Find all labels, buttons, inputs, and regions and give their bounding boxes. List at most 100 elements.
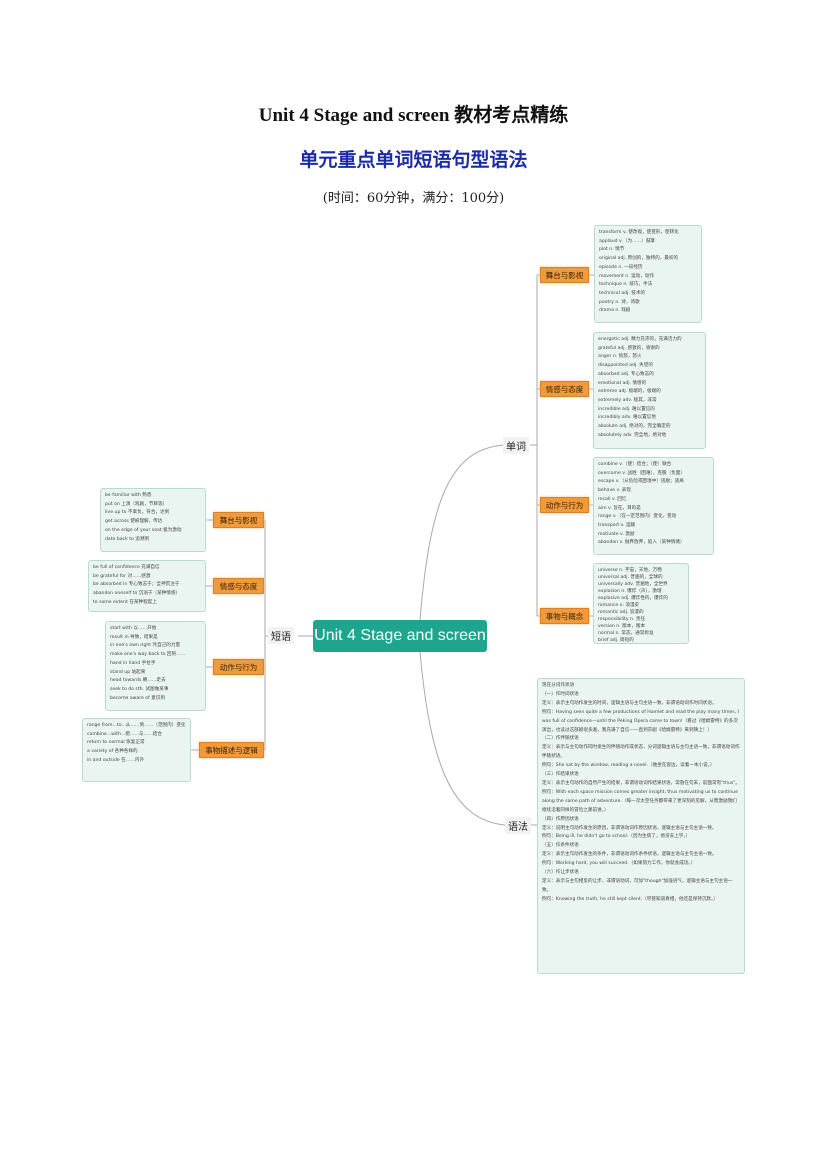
grammar-line: 定义：表示主句动作发生的条件，非谓语动词作条件状语，逻辑主语与主句主语一致。 (542, 852, 717, 858)
list-item: head towards 朝……走去 (110, 678, 166, 684)
grammar-line: 例句：Having seen quite a few productions o… (542, 709, 739, 733)
grammar-box: 现在分词作状语 （一）作时间状语定义：表示主句动作发生的时间，逻辑主语与主句主语一… (537, 678, 745, 974)
list-item: combine v.（使）结合；（使）联合 (598, 462, 672, 467)
list-item: range v.（在一定范围内）变化，变动 (598, 514, 677, 520)
list-item: make one's way back to 回到…… (110, 652, 186, 658)
phrase-category: 舞台与影视 (213, 512, 264, 528)
phrase-list-box: start with 以……开始 result in 导致，结果是 in one's… (105, 621, 206, 711)
list-item: technique n. 技巧，手法 (599, 282, 653, 288)
list-item: transform v. 使改观，使变形，使转化 (599, 230, 679, 235)
list-item: absorbed adj. 专心致志的 (598, 371, 654, 377)
phrase-category: 情感与态度 (213, 578, 264, 594)
grammar-line: 例句：Working hard, you will succeed.（如果努力工… (542, 861, 696, 867)
list-item: version n. 版本，版本 (598, 624, 646, 629)
central-topic: Unit 4 Stage and screen (313, 620, 487, 652)
phrase-category: 事物描述与逻辑 (199, 742, 264, 758)
list-item: be full of confidence 充满自信 (93, 565, 160, 570)
grammar-line: （四）作原因状语 (542, 816, 579, 822)
list-item: on the edge of your seat 极为激动 (105, 527, 182, 533)
list-item: responsibility n. 责任 (598, 617, 646, 622)
word-list-box: energetic adj. 精力充沛的，充满活力的 grateful adj. … (593, 332, 706, 449)
page-title: Unit 4 Stage and screen 教材考点精练 (258, 105, 569, 126)
grammar-line: （六）作让步状语 (542, 870, 579, 876)
list-item: anger n. 愤怒，怒火 (598, 354, 642, 360)
grammar-line: 定义：表示主句动作发生的时间，逻辑主语与主句主语一致，非谓语动词作时间状语。 (542, 700, 717, 706)
grammar-line: 现在分词作状语 (542, 683, 575, 688)
list-item: abandon v. 抛弃放弃，陷入（某种情绪） (598, 540, 685, 546)
list-item: explosion n. 爆炸（声），激增 (598, 589, 662, 594)
list-item: result in 导致，结果是 (110, 634, 158, 640)
exam-meta: (时间：60分钟，满分：100分) (322, 191, 505, 206)
list-item: to some extent 在某种程度上 (93, 599, 157, 605)
word-category: 事物与概念 (540, 608, 589, 624)
list-item: recall v. 回忆 (598, 496, 627, 502)
list-item: be grateful for 对……感激 (93, 573, 151, 579)
grammar-line: 例句：Being ill, he didn't go to school.（因为… (542, 834, 691, 840)
list-item: brief adj. 简短的 (598, 638, 634, 643)
list-item: be absorbed in 专心致志于；全神贯注于 (93, 582, 180, 588)
list-item: aim v. 旨在，目的是 (598, 505, 641, 511)
list-item: transport v. 运输 (598, 522, 636, 528)
list-item: energetic adj. 精力充沛的，充满活力的 (598, 337, 682, 342)
word-category: 舞台与影视 (540, 267, 589, 283)
connector-grammar (419, 651, 506, 826)
grammar-line: 例句：With each space mission comes greater… (542, 789, 738, 813)
list-item: drama n. 戏剧 (599, 308, 631, 314)
grammar-line: （二）作伴随状语 (542, 736, 579, 742)
phrase-list-box: be full of confidence 充满自信 be grateful fo… (88, 560, 206, 612)
list-item: extreme adj. 极端的，极端的 (598, 389, 661, 395)
list-item: behave v. 表现 (598, 488, 631, 494)
list-item: a variety of 各种各样的 (87, 749, 138, 755)
list-item: movement n. 运动，动作 (599, 273, 655, 279)
list-item: romance n. 浪漫史 (598, 603, 640, 608)
list-item: start with 以……开始 (110, 626, 157, 631)
list-item: return to normal 恢复正常 (87, 740, 145, 746)
grammar-line: （一）作时间状语 (542, 691, 579, 697)
list-item: extremely adv. 极其，非常 (598, 397, 657, 403)
grammar-line: 例句：Knowing the truth, he still kept sile… (542, 896, 718, 902)
list-item: motivate v. 激励 (598, 531, 635, 537)
list-item: get across 使被理解，传达 (105, 519, 163, 525)
list-item: combine...with...把……与……结合 (87, 731, 162, 737)
list-item: hand in hand 手拉手 (110, 660, 156, 666)
grammar-line: 定义：说明主句动作发生的原因，非谓语动词作原因状语，逻辑主语与主句主语一致。 (542, 825, 717, 831)
list-item: range from...to...从……到……（范围内）变化 (87, 723, 186, 728)
list-item: episode n. 一段经历 (599, 264, 643, 270)
list-item: absolute adj. 绝对的，完全确定的 (598, 424, 671, 430)
list-item: plot n. 情节 (599, 247, 625, 253)
list-item: applaud v.（为……）鼓掌 (599, 238, 656, 244)
list-item: incredibly adv. 难以置信地 (598, 415, 656, 421)
list-item: date back to 追溯到 (105, 536, 150, 542)
list-item: overcome v. 战胜（困难），克服（负面） (598, 470, 685, 476)
list-item: escape v.（从危险或困境中）逃脱；逃离 (598, 479, 684, 485)
phrase-category: 动作与行为 (213, 659, 264, 675)
list-item: seek to do sth. 试图做某事 (110, 686, 169, 692)
list-item: put on 上演（戏剧，节目等） (105, 501, 168, 507)
list-item: stand up 站起来 (110, 669, 146, 675)
list-item: in and outside 在……内外 (87, 757, 145, 763)
word-category: 动作与行为 (540, 497, 589, 513)
grammar-line: （三）作结果状语 (542, 772, 579, 778)
list-item: live up to 不辜负，符合，达到 (105, 510, 170, 516)
list-item: explosive adj. 爆炸性的，爆炸的 (598, 596, 668, 601)
page-subtitle: 单元重点单词短语句型语法 (299, 149, 528, 171)
list-item: original adj. 原创的，独特的，最初的 (599, 256, 679, 262)
branch-words: 单词 (503, 437, 529, 454)
list-item: universally adv. 普遍地，全世界 (598, 582, 668, 587)
list-item: abandon oneself to 沉溺于（某种情感） (93, 591, 181, 597)
list-item: in one's own right 凭自己的力量 (110, 643, 181, 649)
grammar-line: 例句：She sat by the window, reading a nove… (542, 763, 715, 769)
grammar-line: 定义：表示与主句相反的让步，非谓语动词，可加"though"加强语气，逻辑主语与… (542, 878, 733, 893)
list-item: poetry n. 诗，诗歌 (599, 299, 640, 305)
list-item: romantic adj. 浪漫的 (598, 610, 644, 615)
branch-phrases: 短语 (268, 627, 294, 644)
list-item: technical adj. 技术的 (599, 290, 646, 296)
list-item: grateful adj. 感激的，感谢的 (598, 345, 660, 351)
grammar-line: 定义：表示与主句动作同时发生的伴随动作或状态，分词逻辑主语与主句主语一致，非谓语… (542, 745, 740, 760)
grammar-line: （五）作条件状语 (542, 843, 579, 849)
list-item: emotional adj. 情感的 (598, 380, 647, 386)
list-item: incredible adj. 难以置信的 (598, 406, 655, 412)
